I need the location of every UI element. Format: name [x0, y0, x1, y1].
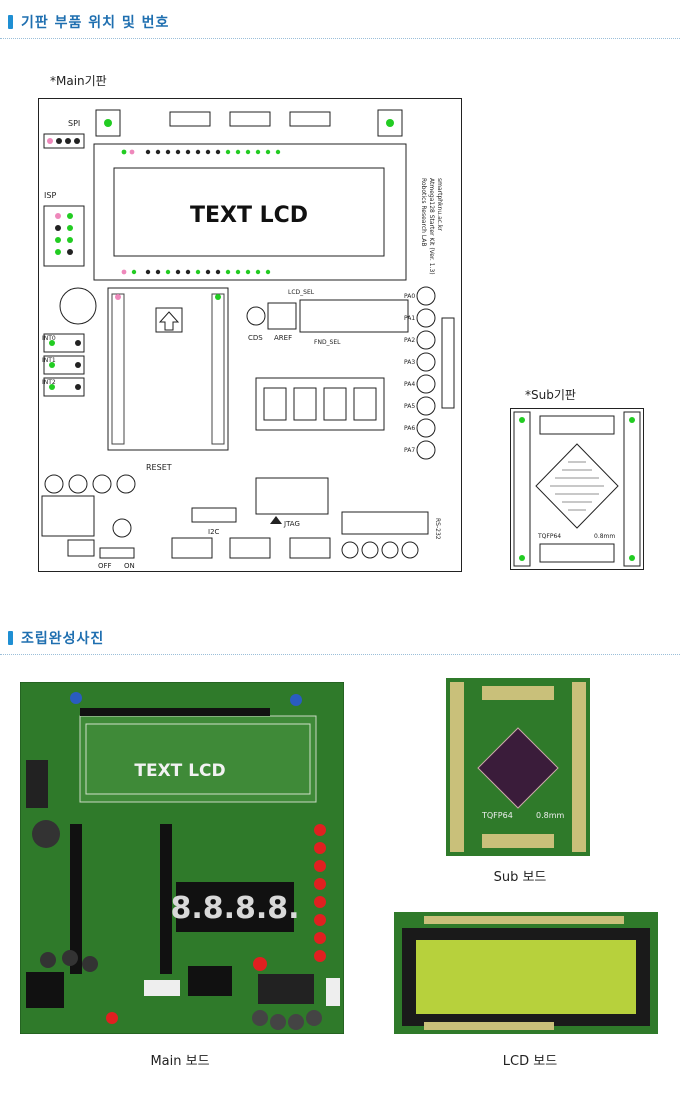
svg-text:0.8mm: 0.8mm — [594, 533, 615, 540]
svg-text:PA1: PA1 — [404, 315, 415, 322]
section-title-text: 조립완성사진 — [21, 631, 105, 647]
lcd-board-caption: LCD 보드 — [502, 1054, 558, 1069]
svg-text:CDS: CDS — [248, 334, 263, 342]
svg-text:PA6: PA6 — [404, 425, 415, 432]
svg-text:LCD_SEL: LCD_SEL — [288, 289, 315, 296]
main-board-caption: Main 보드 — [150, 1054, 210, 1069]
section-divider — [0, 654, 680, 655]
svg-text:PA3: PA3 — [404, 359, 415, 366]
sub-board-label: *Sub기판 — [525, 388, 576, 402]
svg-text:RESET: RESET — [146, 463, 172, 472]
sub-photo-chip-text: TQFP64 — [481, 811, 513, 820]
sub-pcb-diagram: TQFP64 0.8mm — [510, 408, 644, 570]
sub-board-caption: Sub 보드 — [493, 870, 547, 885]
svg-text:ISP: ISP — [44, 191, 56, 200]
svg-text:PA7: PA7 — [404, 447, 415, 454]
svg-text:INT1: INT1 — [42, 357, 56, 364]
main-pcb-diagram: SPI ISP TEXT LCD Robotics Research LAB A… — [38, 98, 462, 572]
main-board-label: *Main기판 — [50, 74, 107, 88]
svg-text:Atmega128 Starter Kit (Ver. 1.: Atmega128 Starter Kit (Ver. 1.3) — [428, 178, 435, 275]
svg-text:RS-232: RS-232 — [434, 518, 441, 540]
svg-text:INT2: INT2 — [42, 379, 56, 386]
section-title-assembly: 조립완성사진 — [8, 628, 104, 648]
section-marker-icon — [8, 631, 13, 645]
svg-text:PA5: PA5 — [404, 403, 415, 410]
sub-board-photo: TQFP64 0.8mm — [446, 678, 590, 856]
svg-text:PA0: PA0 — [404, 293, 415, 300]
svg-text:JTAG: JTAG — [283, 520, 300, 528]
svg-text:smartphknu.ac.kr: smartphknu.ac.kr — [436, 178, 443, 231]
svg-text:I2C: I2C — [208, 528, 220, 536]
section-marker-icon — [8, 15, 13, 29]
sub-photo-pitch-text: 0.8mm — [536, 811, 565, 820]
svg-text:OFF: OFF — [98, 562, 112, 570]
main-board-photo: TEXT LCD 8.8.8.8. — [20, 682, 344, 1034]
svg-text:PA4: PA4 — [404, 381, 415, 388]
section-divider — [0, 38, 680, 39]
main-photo-lcd-text: TEXT LCD — [134, 761, 225, 781]
lcd-board-photo — [394, 912, 658, 1034]
section-title-text: 기판 부품 위치 및 번호 — [21, 15, 170, 31]
svg-text:INT0: INT0 — [42, 335, 56, 342]
svg-text:AREF: AREF — [274, 334, 292, 342]
svg-text:FND_SEL: FND_SEL — [314, 339, 341, 346]
section-title-pcb-layout: 기판 부품 위치 및 번호 — [8, 12, 169, 32]
svg-text:PA2: PA2 — [404, 337, 415, 344]
svg-text:TQFP64: TQFP64 — [537, 533, 561, 540]
spi-label: SPI — [68, 119, 80, 128]
svg-text:ON: ON — [124, 562, 135, 570]
svg-text:Robotics Research LAB: Robotics Research LAB — [420, 178, 427, 247]
lcd-text: TEXT LCD — [190, 203, 308, 228]
seven-seg-text: 8.8.8.8. — [170, 891, 299, 926]
